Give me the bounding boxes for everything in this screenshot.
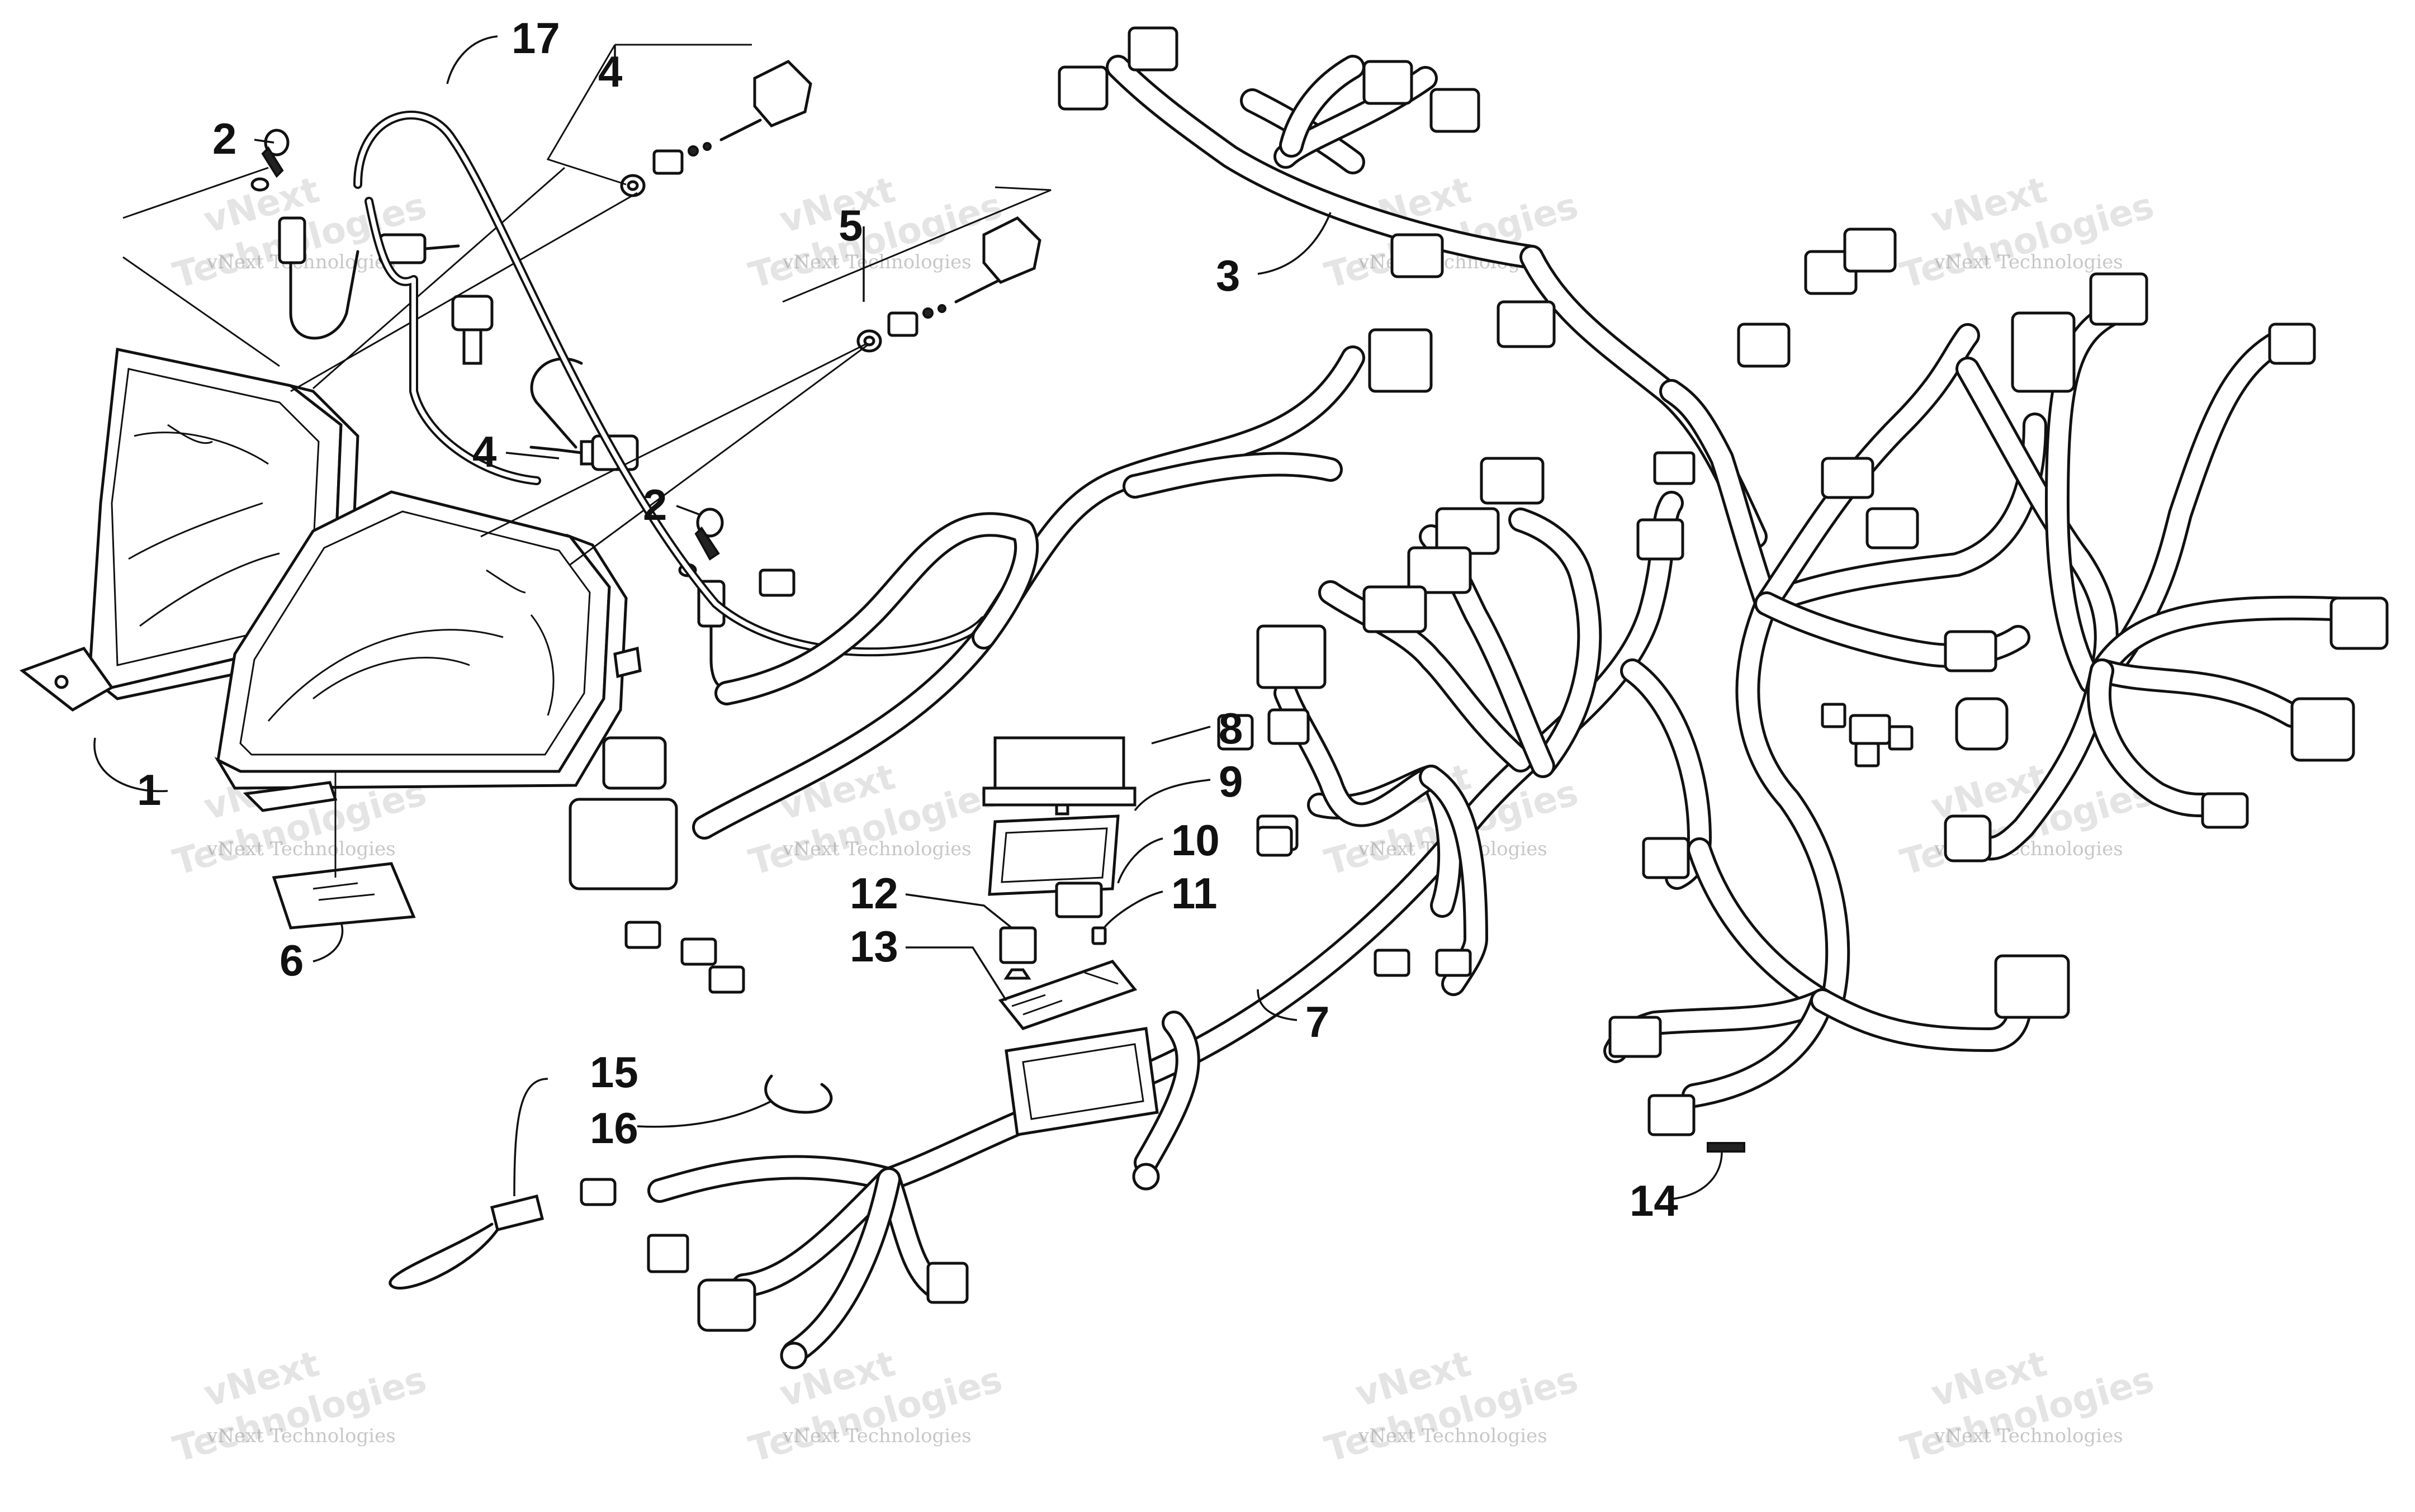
headlight-right — [214, 490, 642, 812]
callout-4-upper: 4 — [598, 47, 622, 96]
adjuster-upper — [620, 59, 812, 197]
callout-7: 7 — [1305, 997, 1329, 1046]
engine-harness — [1106, 55, 2360, 1108]
callout-2-lower: 2 — [643, 480, 667, 529]
grommet-and-strap — [389, 1074, 833, 1290]
watermark-text: vNext Technologies — [206, 838, 396, 860]
callout-2-upper: 2 — [212, 114, 236, 163]
assembly-guide-lines — [122, 44, 1052, 878]
callout-9: 9 — [1219, 757, 1243, 806]
callout-14: 14 — [1630, 1176, 1678, 1225]
leader-lines — [93, 35, 1723, 1200]
watermark-text: vNext Technologies — [1934, 251, 2123, 273]
adjuster-lower — [856, 216, 1041, 353]
bulb-socket-upper — [250, 129, 494, 365]
callout-1: 1 — [137, 765, 161, 814]
decal — [272, 862, 416, 930]
callout-5: 17 — [512, 13, 560, 63]
watermark-text: vNext Technologies — [782, 838, 972, 860]
connectors — [569, 26, 2389, 1369]
callout-13: 13 — [850, 922, 898, 971]
watermark-text: vNext Technologies — [206, 1425, 396, 1447]
callout-3: 4 — [472, 427, 496, 476]
fuse-box-parts — [982, 736, 1159, 1136]
callout-6: 6 — [280, 936, 304, 985]
callout-labels: 2 17 4 5 4 2 1 6 7 8 9 10 11 12 13 14 15… — [137, 13, 1678, 1225]
callout-10: 10 — [1171, 816, 1220, 865]
callout-16: 16 — [590, 1103, 638, 1153]
watermark-text: vNext Technologies — [1934, 1425, 2123, 1447]
callout-12: 12 — [850, 869, 898, 918]
callout-4-lower: 5 — [839, 201, 863, 250]
watermark-text: vNext Technologies — [1358, 1425, 1547, 1447]
callout-11: 11 — [1171, 869, 1217, 918]
headlight-harness — [353, 110, 988, 657]
watermark-text: vNext Technologies — [782, 1425, 972, 1447]
callout-8: 8 — [1219, 704, 1243, 753]
main-harness — [647, 345, 1712, 1365]
callout-17: 3 — [1216, 251, 1240, 300]
callout-15: 15 — [590, 1048, 638, 1097]
